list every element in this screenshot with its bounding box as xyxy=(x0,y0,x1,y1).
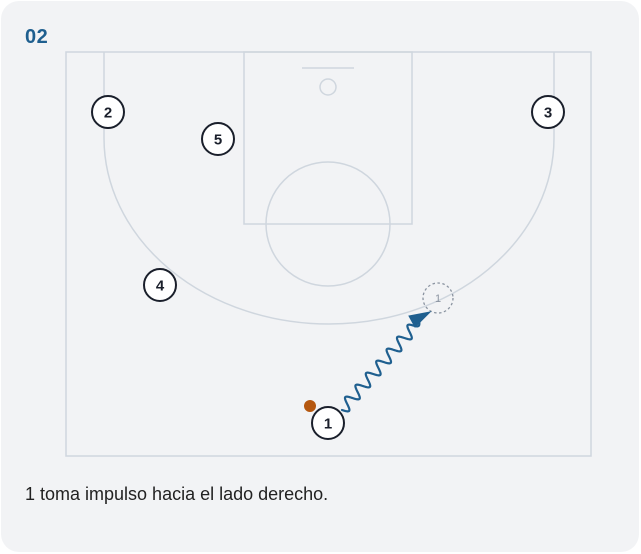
player-1-label: 1 xyxy=(324,416,332,433)
three-point-line xyxy=(103,52,555,325)
ghost-marker-player-1: 1 xyxy=(422,282,454,314)
player-5-label: 5 xyxy=(214,132,222,149)
dribble-arrow-icon xyxy=(408,311,432,328)
free-throw-lane xyxy=(243,51,413,225)
basketball-icon xyxy=(304,400,316,412)
player-5: 5 xyxy=(201,122,235,156)
rim xyxy=(319,78,337,96)
player-3: 3 xyxy=(531,95,565,129)
player-4: 4 xyxy=(143,268,177,302)
step-number: 02 xyxy=(25,26,49,48)
diagram-caption: 1 toma impulso hacia el lado derecho. xyxy=(25,484,329,504)
player-3-label: 3 xyxy=(544,105,552,122)
free-throw-circle xyxy=(265,161,391,287)
player-4-label: 4 xyxy=(156,278,165,295)
player-1: 1 xyxy=(311,406,345,440)
court-boundary xyxy=(65,51,592,457)
ghost-marker-label: 1 xyxy=(435,293,441,305)
dribble-path xyxy=(340,318,422,413)
player-2: 2 xyxy=(91,95,125,129)
player-2-label: 2 xyxy=(104,105,112,122)
